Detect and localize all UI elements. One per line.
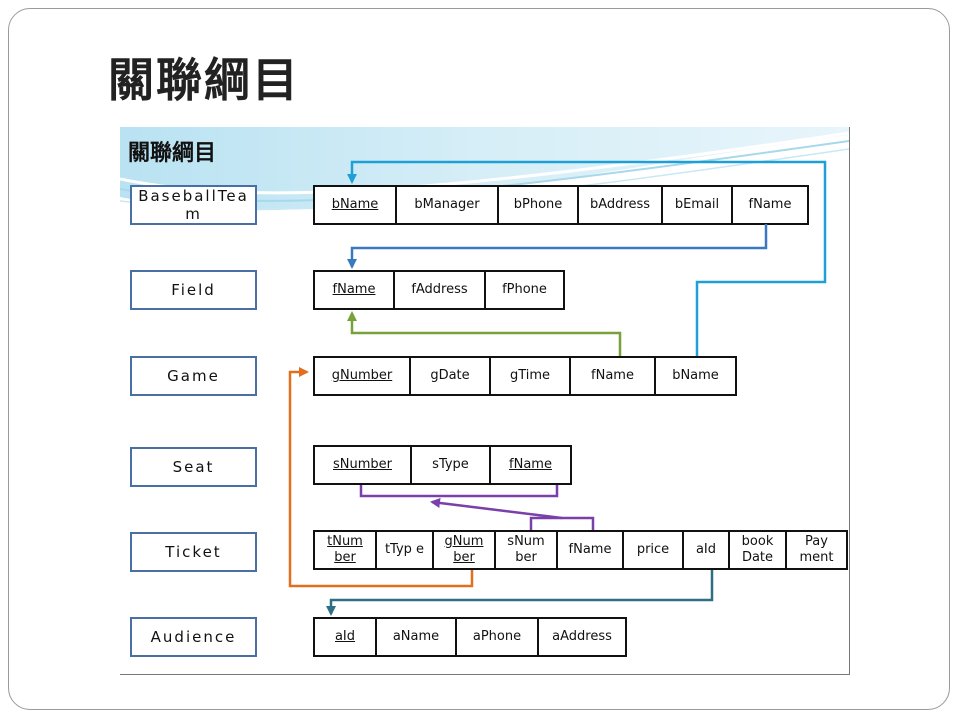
attr-baddress: bAddress [579,187,663,223]
attr-aid: aId [315,619,377,655]
attr-snumber: sNum ber [496,532,558,568]
attr-aid: aId [684,532,730,568]
attr-aphone: aPhone [457,619,539,655]
link-ticket-to-seat-arrow [430,498,563,520]
table-audience: aId aName aPhone aAddress [313,617,627,657]
attr-fname: fName [748,197,792,212]
attr-bookdate: book Date [730,532,787,568]
attr-aname: aName [377,619,457,655]
entity-label: Field [171,281,216,299]
entity-label: Ticket [165,543,222,561]
link-baseballteam-fname-to-field [347,224,768,269]
table-field: fName fAddress fPhone [313,270,565,310]
entity-game: Game [130,356,257,396]
attr-aaddress: aAddress [552,629,612,644]
attr-price: price [624,532,684,568]
attr-gdate: gDate [411,358,491,394]
link-ticket-aid-to-audience [326,570,714,616]
attr-faddress: fAddress [395,272,486,308]
attr-bphone: bPhone [499,187,579,223]
table-game: gNumber gDate gTime fName bName [313,356,737,396]
attr-snumber: sNumber [315,447,412,483]
entity-label: Seat [172,458,215,476]
slide-title: 關聯綱目 [108,53,300,107]
attr-fphone: fPhone [502,282,547,297]
entity-label: Audience [150,628,237,646]
link-ticket-snumber-to-seat [529,516,595,530]
entity-ticket: Ticket [130,532,257,572]
attr-gtime: gTime [491,358,571,394]
attr-payment: Pay ment [799,534,834,565]
attr-ttype: tTyp e [377,532,434,568]
attr-bmanager: bManager [397,187,499,223]
table-ticket: tNum ber tTyp e gNum ber sNum ber fName … [313,530,848,570]
entity-seat: Seat [130,447,257,487]
attr-fname: fName [571,358,656,394]
link-seat-snumber-fname [359,485,559,498]
attr-stype: sType [412,447,491,483]
attr-gnumber: gNumber [315,358,411,394]
table-seat: sNumber sType fName [313,445,572,485]
entity-field: Field [130,270,257,310]
entity-baseballteam: BaseballTea m [130,185,257,225]
attr-tnumber: tNum ber [315,532,377,568]
attr-fname: fName [509,457,552,472]
entity-audience: Audience [130,617,257,657]
diagram-title: 關聯綱目 [128,141,217,166]
link-game-fname-to-field [347,311,622,356]
attr-bemail: bEmail [663,187,733,223]
schema-diagram: 關聯綱目 BaseballTea m bName bManager bPhone… [120,127,850,675]
attr-bname: bName [672,368,719,383]
attr-bname: bName [315,187,397,223]
attr-fname: fName [558,532,624,568]
entity-label: Game [167,367,220,385]
attr-fname: fName [315,272,395,308]
attr-gnumber: gNum ber [434,532,496,568]
table-baseballteam: bName bManager bPhone bAddress bEmail fN… [313,185,809,225]
entity-label: BaseballTea m [138,187,249,223]
